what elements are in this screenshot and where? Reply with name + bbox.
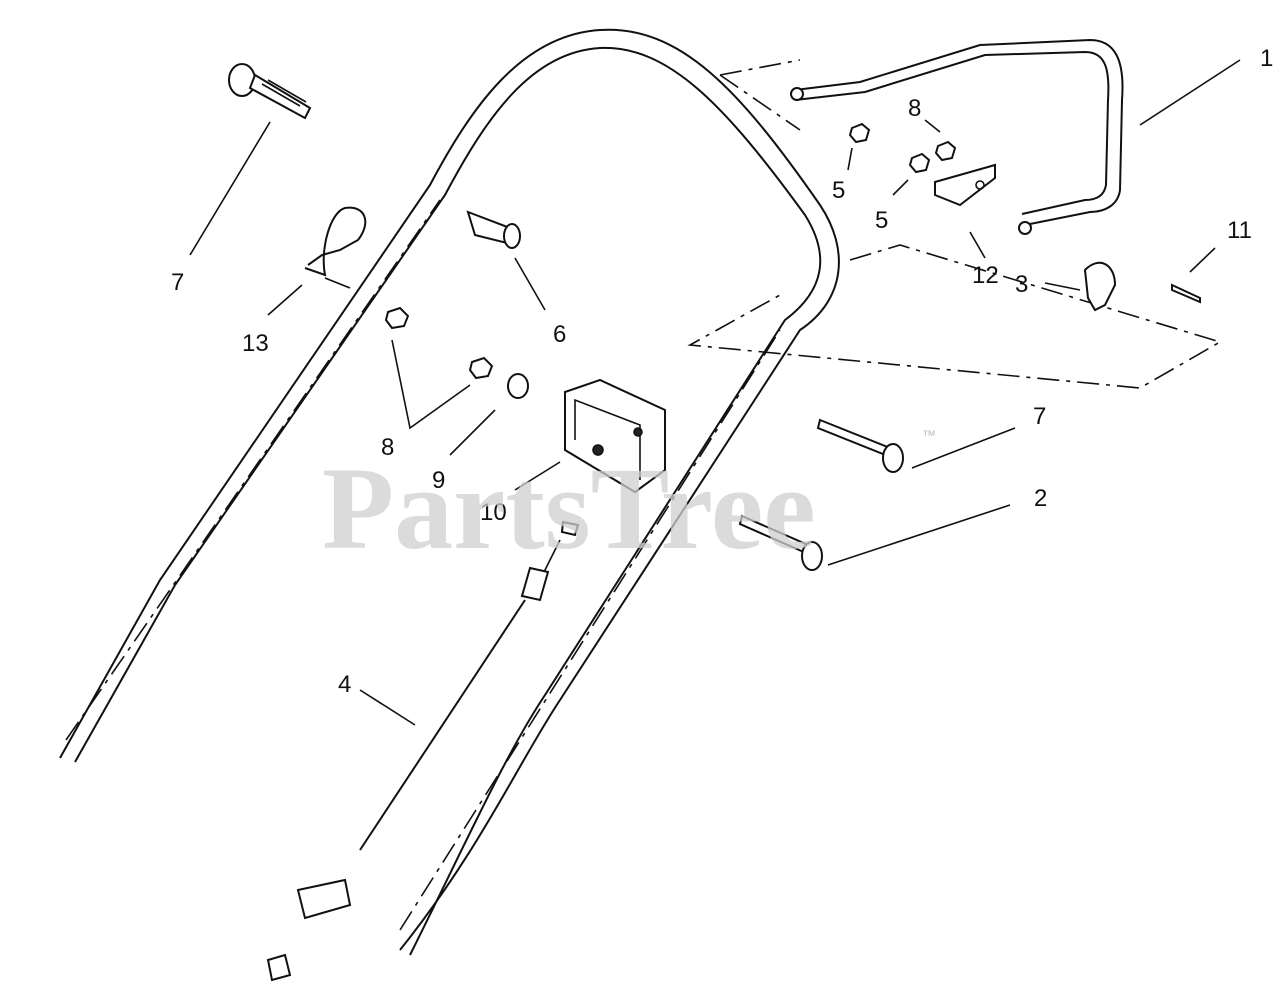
callout-5-a: 5 xyxy=(832,177,845,204)
hairpin-clip xyxy=(304,206,367,289)
callout-8-a: 8 xyxy=(908,95,921,122)
callout-labels: 1 2 3 4 5 5 6 7 7 8 8 9 10 11 12 13 xyxy=(171,45,1273,698)
control-cable xyxy=(266,520,580,982)
spacer xyxy=(466,210,521,249)
callout-2: 2 xyxy=(1034,485,1047,512)
leader-lines xyxy=(189,59,1241,726)
callout-11: 11 xyxy=(1227,217,1252,244)
nut-right-b xyxy=(908,152,931,174)
carriage-bolt-lower xyxy=(738,514,823,571)
nut-right-c xyxy=(934,140,957,162)
washer xyxy=(507,373,529,399)
callout-6: 6 xyxy=(553,321,566,348)
callout-8-b: 8 xyxy=(381,434,394,461)
callout-1: 1 xyxy=(1260,45,1273,72)
callout-3: 3 xyxy=(1015,271,1028,298)
watermark-logo: PartsTree xyxy=(322,443,816,574)
carriage-bolt-right xyxy=(816,418,904,473)
callout-12: 12 xyxy=(972,262,999,289)
small-bolt xyxy=(1171,283,1201,304)
mounting-plate xyxy=(934,163,996,207)
callout-9: 9 xyxy=(432,467,445,494)
callout-10: 10 xyxy=(480,499,507,526)
callout-7-b: 7 xyxy=(1033,403,1046,430)
upper-handle-loop xyxy=(59,28,840,956)
nut-right-a xyxy=(848,122,871,144)
bracket-hole-right xyxy=(1018,221,1032,235)
watermark-trademark: ™ xyxy=(922,427,936,443)
assembly-outline xyxy=(687,59,1223,389)
nut-left-upper xyxy=(384,306,410,330)
control-lever xyxy=(1083,261,1117,312)
nut-left-lower xyxy=(468,356,494,380)
callout-5-b: 5 xyxy=(875,207,888,234)
lower-handle-bracket xyxy=(790,38,1124,235)
callout-7-a: 7 xyxy=(171,269,184,296)
carriage-bolt-top xyxy=(228,63,312,120)
cable-guide-block xyxy=(564,378,666,494)
callout-13: 13 xyxy=(242,330,269,357)
callout-4: 4 xyxy=(338,671,351,698)
bracket-hole-left xyxy=(790,87,804,101)
